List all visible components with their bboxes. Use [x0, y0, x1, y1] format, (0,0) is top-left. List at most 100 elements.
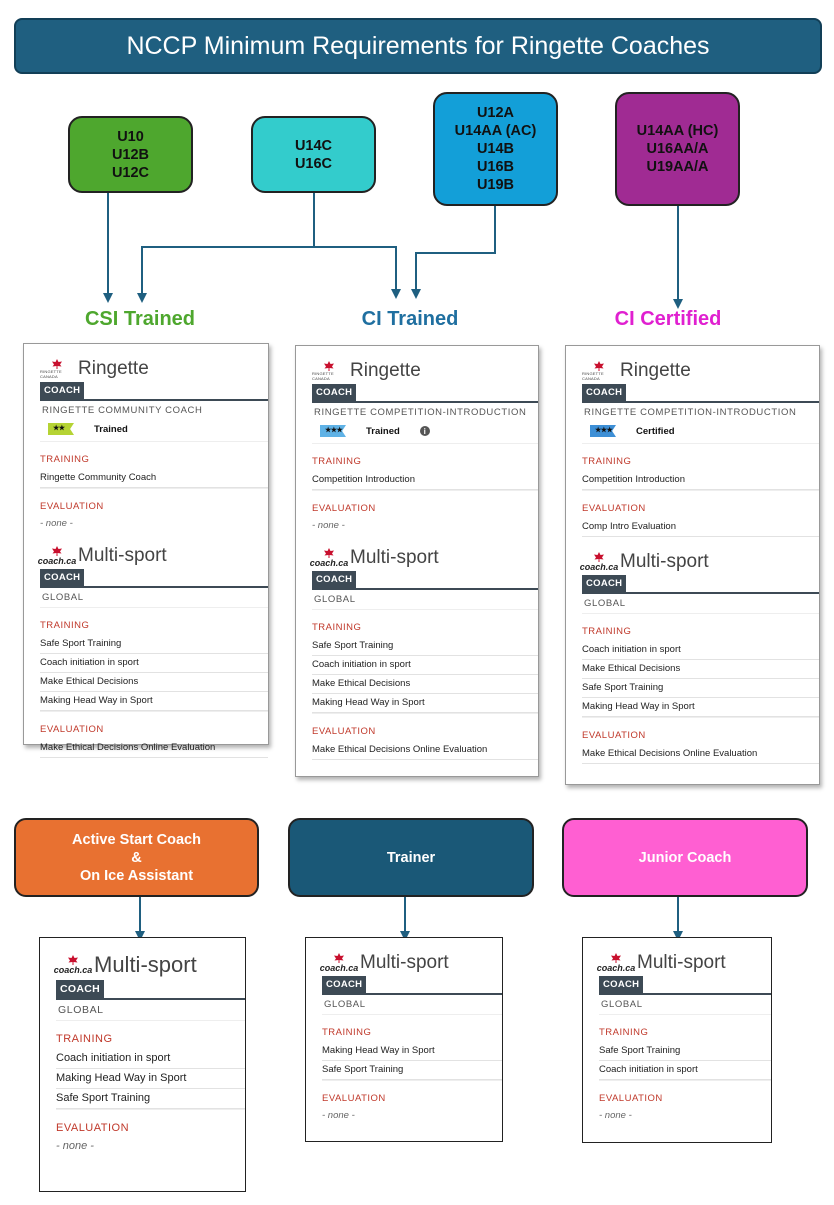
training-item: Making Head Way in Sport	[56, 1069, 245, 1089]
group-line: U19AA/A	[646, 159, 709, 175]
maple-leaf-icon	[594, 361, 604, 371]
info-icon: i	[419, 426, 430, 436]
coach-ca-logo-icon: coach.ca	[579, 551, 619, 573]
training-item: Coach initiation in sport	[582, 641, 819, 660]
evaluation-label: EVALUATION	[56, 1109, 245, 1138]
coach-tab: COACH	[56, 980, 104, 998]
group-line: U16AA/A	[646, 141, 709, 157]
program-name: GLOBAL	[312, 588, 538, 609]
arrow-group2-ci	[314, 246, 401, 299]
training-item: Coach initiation in sport	[56, 1049, 245, 1069]
evaluation-item: Comp Intro Evaluation	[582, 518, 819, 537]
section-title: Multi-sport	[360, 952, 449, 973]
section-title: Multi-sport	[620, 551, 709, 572]
evaluation-label: EVALUATION	[582, 490, 819, 518]
status-text: Trained	[94, 423, 128, 435]
group-line: U10	[117, 128, 144, 145]
group-line: U16C	[294, 155, 333, 172]
maple-leaf-icon	[334, 953, 344, 963]
coach-tab: COACH	[582, 575, 627, 592]
program-name: GLOBAL	[40, 586, 268, 607]
logo-text: coach.ca	[37, 556, 77, 566]
coach-ca-logo-icon: coach.ca	[310, 547, 348, 569]
section-title: Multi-sport	[78, 545, 167, 566]
program-name: RINGETTE COMPETITION-INTRODUCTION	[582, 401, 819, 422]
evaluation-label: EVALUATION	[40, 488, 268, 516]
training-item: Competition Introduction	[582, 471, 819, 490]
status-text: Certified	[636, 425, 675, 437]
group-line: U12B	[111, 146, 150, 163]
section-title: Multi-sport	[94, 952, 197, 977]
evaluation-none: - none -	[56, 1140, 94, 1152]
training-item: Safe Sport Training	[312, 637, 538, 656]
coach-tab: COACH	[40, 569, 85, 586]
evaluation-label: EVALUATION	[312, 490, 538, 518]
training-label: TRAINING	[40, 607, 268, 635]
training-label: TRAINING	[582, 443, 819, 471]
training-label: TRAINING	[582, 613, 819, 641]
training-item: Make Ethical Decisions	[40, 673, 268, 692]
logo-text: coach.ca	[319, 963, 359, 973]
role-line: Junior Coach	[638, 849, 732, 866]
group-line: U14AA (HC)	[636, 123, 719, 139]
section-title: Ringette	[350, 360, 421, 381]
status-row: ★★★ Certified	[582, 422, 819, 443]
training-item: Competition Introduction	[312, 471, 538, 490]
coach-tab: COACH	[582, 384, 627, 401]
training-label: TRAINING	[40, 441, 268, 469]
coach-ca-logo-icon: coach.ca	[54, 954, 92, 976]
coach-ca-logo-icon: coach.ca	[319, 952, 359, 974]
role-line: Active Start Coach	[72, 831, 201, 848]
program-name: GLOBAL	[582, 592, 819, 613]
star-badge-icon: ★★★	[590, 425, 616, 437]
section-title: Ringette	[620, 360, 691, 381]
group-line: U14C	[294, 137, 333, 154]
level-ci-trained: CI Trained	[361, 308, 459, 330]
page-title: NCCP Minimum Requirements for Ringette C…	[14, 18, 822, 74]
ringette-logo-icon: RINGETTE CANADA	[40, 358, 74, 380]
role-line: &	[131, 849, 142, 866]
program-name: GLOBAL	[322, 993, 502, 1014]
star-badge-icon: ★★	[48, 423, 74, 435]
training-item: Coach initiation in sport	[599, 1061, 771, 1080]
arrow-group2-csi	[137, 192, 315, 303]
maple-leaf-icon	[52, 359, 62, 369]
role-line: Trainer	[386, 849, 436, 866]
logo-text: RINGETTE CANADA	[312, 371, 334, 381]
training-item: Coach initiation in sport	[40, 654, 268, 673]
training-item: Making Head Way in Sport	[582, 698, 819, 717]
maple-leaf-icon	[611, 953, 621, 963]
group-line: U12C	[111, 164, 150, 181]
evaluation-label: EVALUATION	[599, 1080, 771, 1108]
arrow-group3-ci	[411, 205, 496, 299]
evaluation-none: - none -	[322, 1110, 355, 1121]
program-name: GLOBAL	[56, 998, 245, 1020]
coach-ca-logo-icon: coach.ca	[37, 545, 77, 567]
training-item: Safe Sport Training	[599, 1042, 771, 1061]
role-box-junior-coach: Junior Coach	[562, 818, 808, 897]
group-box-u14aa: U14AA (HC) U16AA/A U19AA/A	[615, 92, 740, 206]
coach-tab: COACH	[40, 382, 85, 399]
logo-text: coach.ca	[579, 562, 619, 572]
maple-leaf-icon	[324, 361, 334, 371]
maple-leaf-icon	[594, 552, 604, 562]
ringette-logo-icon: RINGETTE CANADA	[582, 360, 616, 382]
training-item: Safe Sport Training	[56, 1089, 245, 1109]
ringette-logo-icon: RINGETTE CANADA	[312, 360, 346, 382]
coach-tab: COACH	[599, 976, 644, 993]
